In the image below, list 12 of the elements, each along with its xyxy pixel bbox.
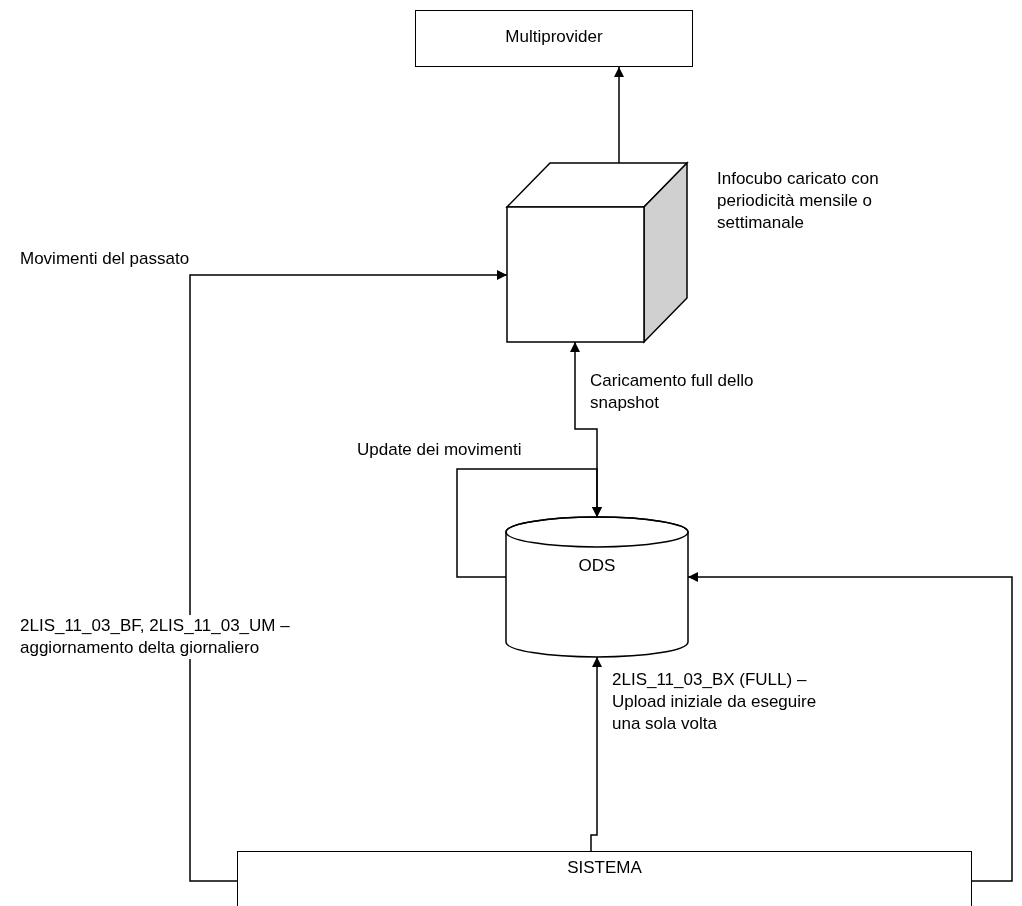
arrow bbox=[687, 572, 1013, 882]
note-text: Movimenti del passato bbox=[20, 248, 191, 270]
arrow bbox=[456, 468, 602, 578]
system-box bbox=[237, 851, 972, 906]
node-label: Multiprovider bbox=[504, 26, 604, 48]
arrow bbox=[614, 66, 624, 164]
node-label: ODS bbox=[577, 555, 617, 577]
arrow bbox=[590, 656, 602, 852]
arrow bbox=[189, 270, 508, 882]
process-box bbox=[415, 10, 693, 67]
node-label: SISTEMA bbox=[566, 857, 643, 879]
node-caption: Infocubo caricato con periodicità mensile o settimanale bbox=[717, 168, 880, 235]
